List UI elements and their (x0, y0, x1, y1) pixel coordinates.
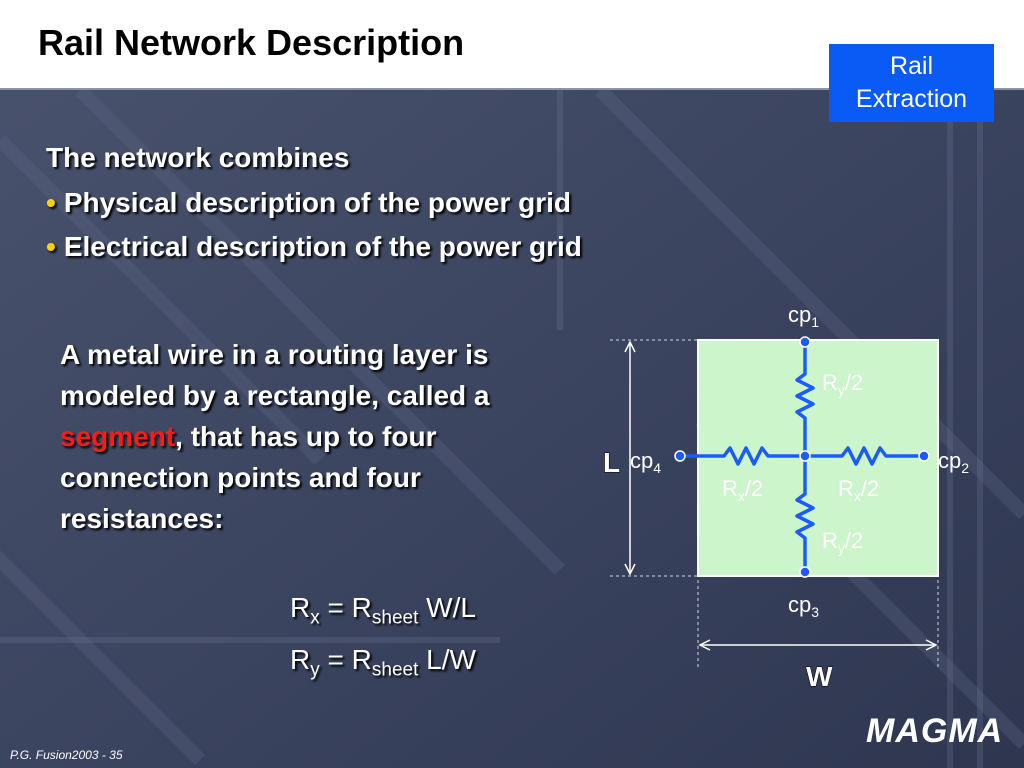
bullet-item: •Electrical description of the power gri… (46, 231, 582, 263)
intro-text: The network combines (46, 142, 350, 173)
rail-extraction-badge: Rail Extraction (829, 44, 994, 122)
equation-ry: Ry = Rsheet L/W (290, 644, 476, 682)
eq-rx-lhs-sub: x (310, 607, 320, 629)
segment-description: A metal wire in a routing layer is model… (60, 334, 530, 539)
segment-rectangle (697, 339, 939, 577)
resistor-rx-right (805, 446, 924, 466)
badge-line-2: Extraction (855, 85, 968, 113)
equation-rx: Rx = Rsheet W/L (290, 592, 476, 630)
resistor-ry-top (795, 342, 815, 456)
cp4-label: cp4 (630, 448, 661, 476)
eq-rx-rhs-sub: sheet (371, 607, 419, 629)
eq-ry-eq: = R (319, 644, 372, 675)
cp1-label: cp1 (788, 302, 819, 330)
segment-term: segment (60, 421, 176, 452)
resistor-rx-left (680, 446, 805, 466)
bullet-dot-icon: • (46, 231, 56, 262)
length-dimension-arrow (624, 340, 636, 576)
cp2-label: cp2 (938, 448, 969, 476)
rx-left-label: Rx/2 (722, 476, 763, 504)
eq-rx-rhs: W/L (418, 592, 476, 623)
rx-right-label: Rx/2 (838, 476, 879, 504)
dimension-l-label: L (603, 447, 620, 478)
bullet-dot-icon: • (46, 187, 56, 218)
eq-rx-lhs: R (290, 592, 311, 623)
cp3-label: cp3 (788, 592, 819, 620)
bullet-text: Electrical description of the power grid (63, 231, 582, 262)
paragraph-part-1: A metal wire in a routing layer is model… (60, 339, 490, 411)
eq-rx-eq: = R (319, 592, 372, 623)
segment-resistor-diagram: cp1 cp2 cp3 cp4 Ry/2 Ry/2 Rx/2 Rx/2 L W (603, 302, 970, 693)
ry-top-label: Ry/2 (822, 370, 863, 398)
eq-ry-rhs: L/W (418, 644, 476, 675)
connection-point-cp1 (799, 336, 811, 348)
connection-point-cp4 (674, 450, 686, 462)
bullet-item: •Physical description of the power grid (46, 187, 571, 219)
slide-title: Rail Network Description (38, 22, 465, 63)
magma-logo: MAGMA (866, 712, 1004, 750)
eq-ry-rhs-sub: sheet (371, 659, 419, 681)
width-dimension-arrow (698, 639, 938, 651)
eq-ry-lhs: R (290, 644, 311, 675)
bullet-text: Physical description of the power grid (63, 187, 572, 218)
eq-ry-lhs-sub: y (310, 659, 320, 681)
center-node (799, 450, 811, 462)
connection-point-cp2 (918, 450, 930, 462)
paragraph-part-2: , that has up to four connection points … (60, 421, 437, 534)
resistor-ry-bottom (795, 456, 815, 572)
connection-point-cp3 (799, 566, 811, 578)
dimension-w-label: W (806, 661, 833, 692)
badge-line-1: Rail (889, 52, 934, 80)
footer-text: P.G. Fusion2003 - 35 (10, 748, 123, 762)
ry-bottom-label: Ry/2 (822, 528, 863, 556)
